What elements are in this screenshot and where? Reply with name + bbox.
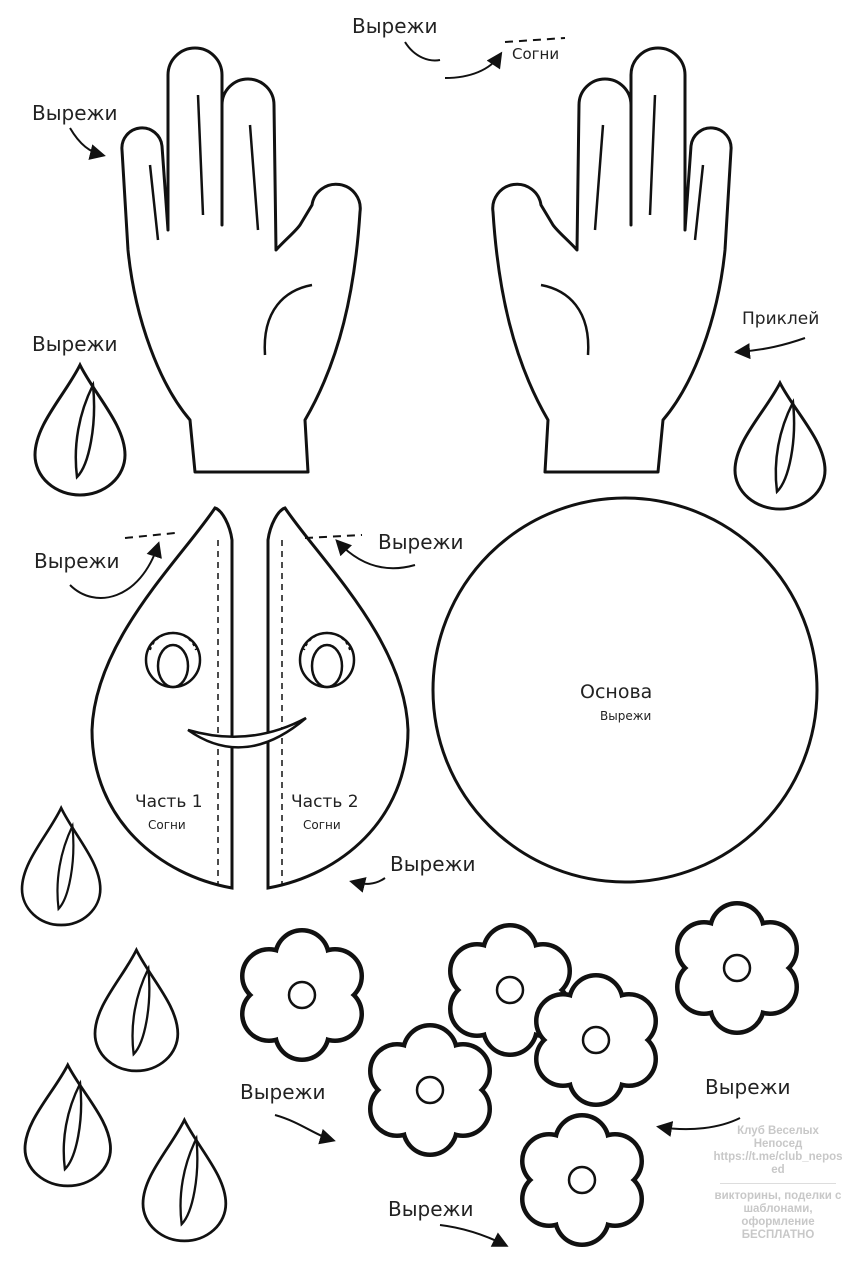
watermark: Клуб Веселых Непосед https://t.me/club_n…: [712, 1125, 844, 1242]
smile: [187, 716, 307, 749]
label-fold-part-1: Согни: [148, 818, 186, 832]
label-cut-top: Вырежи: [352, 14, 438, 38]
watermark-promo: викторины, поделки с шаблонами, оформлен…: [714, 1190, 842, 1241]
label-cut-face-left: Вырежи: [34, 549, 120, 573]
label-fold-top: Согни: [512, 45, 560, 63]
flower-3: [678, 904, 796, 1032]
label-cut-drop: Вырежи: [32, 332, 118, 356]
hand-left: [120, 46, 362, 474]
watermark-link: https://t.me/club_neposed: [713, 1151, 843, 1176]
hand-right: [491, 46, 733, 474]
flower-1: [243, 931, 361, 1059]
label-cut-hand: Вырежи: [32, 101, 118, 125]
drop-5: [23, 1063, 112, 1188]
drop-3: [20, 806, 102, 927]
base-circle: [431, 496, 819, 884]
label-base: Основа: [580, 681, 653, 703]
drop-6: [141, 1118, 228, 1243]
watermark-club: Клуб Веселых Непосед: [737, 1125, 819, 1150]
label-cut-base: Вырежи: [600, 709, 652, 723]
label-cut-face-right: Вырежи: [378, 530, 464, 554]
flower-5: [371, 1026, 489, 1154]
arrows: [69, 37, 806, 1247]
watermark-divider: [720, 1183, 836, 1184]
label-part-1: Часть 1: [135, 792, 203, 812]
flower-6: [523, 1116, 641, 1244]
drop-4: [93, 948, 180, 1073]
label-cut-flowers-right: Вырежи: [705, 1075, 791, 1099]
label-glue: Приклей: [742, 309, 820, 329]
drop-1: [33, 363, 127, 497]
label-fold-part-2: Согни: [303, 818, 341, 832]
drop-2: [733, 381, 827, 511]
flower-4: [537, 976, 655, 1104]
label-part-2: Часть 2: [291, 792, 359, 812]
label-cut-face-bottom: Вырежи: [390, 852, 476, 876]
label-cut-flowers-bottom: Вырежи: [388, 1197, 474, 1221]
label-cut-flowers-left: Вырежи: [240, 1080, 326, 1104]
